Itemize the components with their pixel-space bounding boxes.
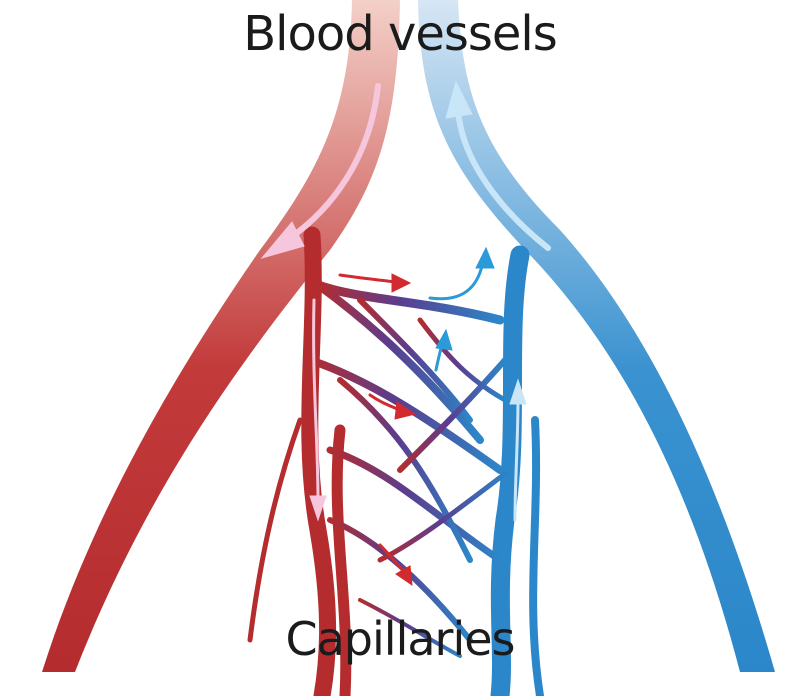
artery-branch (331, 424, 352, 696)
capillary-blue-arrows (428, 246, 495, 372)
capillaries-label: Capillaries (285, 612, 516, 666)
artery-flow-arrows (260, 83, 381, 522)
capillary-red-arrows (338, 273, 417, 587)
diagram-title: Blood vessels (243, 6, 558, 62)
vein-vessel (418, 0, 775, 672)
artery-vessel (42, 0, 400, 672)
capillary-network (306, 280, 513, 658)
vein-branch (490, 245, 530, 696)
vein-flow-arrows (445, 80, 551, 522)
artery-branch (247, 417, 303, 643)
vein-branch (529, 416, 544, 696)
